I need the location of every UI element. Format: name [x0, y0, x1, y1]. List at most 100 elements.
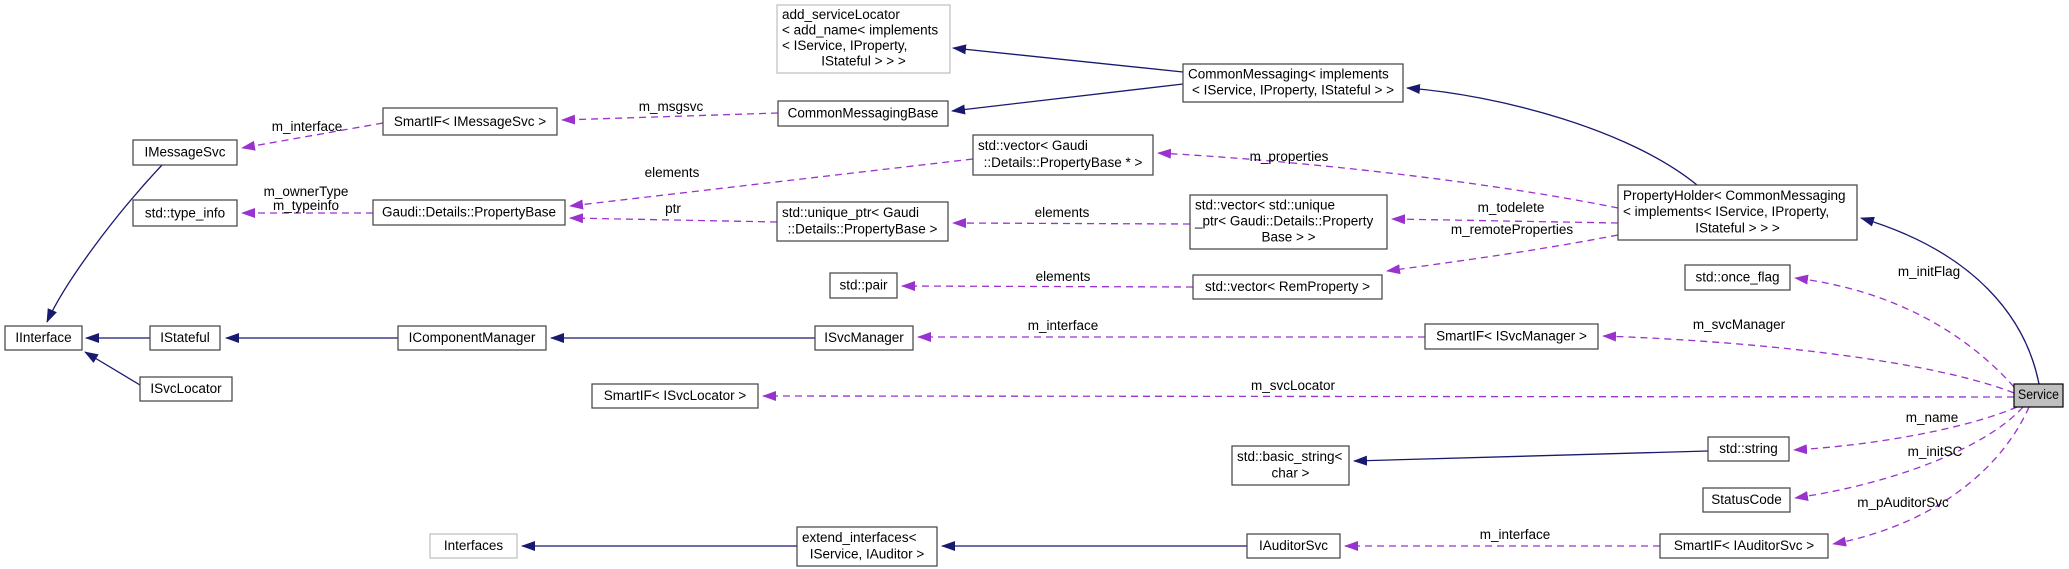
node-label: std::pair — [839, 278, 888, 293]
node-smartif-isvclocator[interactable]: SmartIF< ISvcLocator > — [591, 383, 759, 409]
edge-label: ptr — [665, 201, 681, 216]
edge-common-messaging--add-service-locator — [952, 44, 1184, 73]
node-box-smartif-iauditorsvc[interactable] — [1659, 533, 1829, 559]
edge-label: m_pAuditorSvc — [1857, 495, 1949, 510]
node-property-holder[interactable]: PropertyHolder< CommonMessaging< impleme… — [1617, 184, 1858, 241]
node-label: IComponentManager — [409, 330, 536, 345]
node-statuscode[interactable]: StatusCode — [1702, 487, 1791, 513]
node-add-service-locator: add_serviceLocator< add_name< implements… — [776, 4, 951, 74]
node-box-vector-propertybase-ptr[interactable] — [972, 134, 1154, 176]
node-box-smartif-isvcmanager[interactable] — [1424, 323, 1599, 350]
node-box-iauditorsvc[interactable] — [1246, 533, 1341, 559]
node-istateful[interactable]: IStateful — [149, 325, 221, 351]
node-label: SmartIF< IMessageSvc > — [394, 114, 546, 129]
node-box-extend-interfaces[interactable] — [796, 526, 938, 567]
node-box-vector-unique-ptr[interactable] — [1189, 194, 1388, 250]
node-label: IMessageSvc — [144, 145, 225, 160]
edge-label: elements — [1036, 269, 1091, 284]
node-label: < IService, IProperty, IStateful > > — [1192, 83, 1394, 98]
node-box-iinterface[interactable] — [4, 325, 83, 351]
node-box-smartif-imessagesvc[interactable] — [382, 107, 558, 136]
node-label: PropertyHolder< CommonMessaging — [1623, 188, 1845, 203]
node-smartif-isvcmanager[interactable]: SmartIF< ISvcManager > — [1424, 323, 1599, 350]
node-common-messaging-base[interactable]: CommonMessagingBase — [777, 100, 949, 127]
node-box-vector-remproperty[interactable] — [1192, 274, 1383, 300]
node-std-pair[interactable]: std::pair — [829, 272, 898, 299]
node-label: ::Details::PropertyBase > — [788, 221, 938, 236]
edge-label: elements — [645, 165, 700, 180]
node-box-std-pair[interactable] — [829, 272, 898, 299]
node-iauditorsvc[interactable]: IAuditorSvc — [1246, 533, 1341, 559]
node-box-std-basic-string[interactable] — [1231, 445, 1350, 486]
node-box-istateful[interactable] — [149, 325, 221, 351]
edge-common-messaging-base--smartif-imessagesvc — [561, 112, 779, 125]
edge-service--smartif-isvclocator — [762, 391, 2015, 402]
node-box-smartif-isvclocator[interactable] — [591, 383, 759, 409]
node-label: std::vector< RemProperty > — [1205, 279, 1370, 294]
node-interfaces: Interfaces — [429, 533, 518, 559]
node-label: IService, IAuditor > — [810, 546, 925, 561]
edge-service--smartif-iauditorsvc — [1832, 406, 2030, 547]
node-label: Base > > — [1261, 230, 1315, 245]
node-common-messaging[interactable]: CommonMessaging< implements< IService, I… — [1182, 63, 1404, 103]
node-box-unique-ptr-propertybase[interactable] — [776, 201, 949, 242]
edge-label: m_svcLocator — [1251, 378, 1336, 393]
node-iinterface[interactable]: IInterface — [4, 325, 83, 351]
node-label: std::unique_ptr< Gaudi — [782, 205, 919, 220]
edge-vector-propertybase-ptr--gaudi-details-propertybase — [569, 158, 974, 210]
node-box-isvcmanager[interactable] — [814, 325, 914, 351]
node-smartif-imessagesvc[interactable]: SmartIF< IMessageSvc > — [382, 107, 558, 136]
node-extend-interfaces[interactable]: extend_interfaces<IService, IAuditor > — [796, 526, 938, 567]
node-label: < IService, IProperty, — [782, 38, 907, 53]
node-vector-unique-ptr[interactable]: std::vector< std::unique_ptr< Gaudi::Det… — [1189, 194, 1388, 250]
node-box-icomponentmanager[interactable] — [397, 325, 547, 351]
node-imessagesvc[interactable]: IMessageSvc — [132, 139, 238, 166]
node-label: std::vector< std::unique — [1195, 198, 1335, 213]
node-label: CommonMessagingBase — [788, 106, 939, 121]
node-unique-ptr-propertybase[interactable]: std::unique_ptr< Gaudi::Details::Propert… — [776, 201, 949, 242]
node-label: Service — [2018, 387, 2059, 402]
node-vector-remproperty[interactable]: std::vector< RemProperty > — [1192, 274, 1383, 300]
node-gaudi-details-propertybase[interactable]: Gaudi::Details::PropertyBase — [372, 199, 566, 226]
node-box-std-once-flag[interactable] — [1684, 264, 1791, 291]
node-isvcmanager[interactable]: ISvcManager — [814, 325, 914, 351]
node-box-statuscode[interactable] — [1702, 487, 1791, 513]
edge-property-holder--vector-propertybase-ptr — [1157, 148, 1619, 209]
node-vector-propertybase-ptr[interactable]: std::vector< Gaudi::Details::PropertyBas… — [972, 134, 1154, 176]
node-box-gaudi-details-propertybase[interactable] — [372, 199, 566, 226]
edge-vector-remproperty--std-pair — [901, 281, 1194, 292]
node-std-string[interactable]: std::string — [1707, 436, 1790, 462]
node-box-imessagesvc[interactable] — [132, 139, 238, 166]
node-label: ::Details::PropertyBase * > — [984, 155, 1143, 170]
edge-label: elements — [1035, 205, 1090, 220]
edge-service--std-string — [1793, 406, 2018, 455]
node-label: char > — [1272, 465, 1310, 480]
edge-std-string--std-basic-string — [1353, 450, 1709, 466]
edge-label: m_name — [1906, 410, 1959, 425]
node-std-basic-string[interactable]: std::basic_string<char > — [1231, 445, 1350, 486]
node-std-type-info[interactable]: std::type_info — [132, 199, 238, 227]
node-box-property-holder[interactable] — [1617, 184, 1858, 241]
node-box-service — [2013, 383, 2064, 408]
node-box-add-service-locator — [776, 4, 951, 74]
node-box-common-messaging[interactable] — [1182, 63, 1404, 103]
node-label: CommonMessaging< implements — [1188, 67, 1389, 82]
node-label: std::string — [1719, 441, 1778, 456]
edge-unique-ptr-propertybase--gaudi-details-propertybase — [569, 213, 778, 224]
node-box-std-string[interactable] — [1707, 436, 1790, 462]
node-std-once-flag[interactable]: std::once_flag — [1684, 264, 1791, 291]
edge-service--property-holder — [1860, 216, 2040, 385]
node-isvclocator[interactable]: ISvcLocator — [139, 376, 233, 402]
node-smartif-iauditorsvc[interactable]: SmartIF< IAuditorSvc > — [1659, 533, 1829, 559]
node-box-std-type-info[interactable] — [132, 199, 238, 227]
node-box-interfaces — [429, 533, 518, 559]
node-box-common-messaging-base[interactable] — [777, 100, 949, 127]
node-label: IStateful > > > — [1695, 220, 1780, 235]
edge-property-holder--vector-unique-ptr — [1391, 214, 1619, 225]
node-label: < implements< IService, IProperty, — [1623, 204, 1829, 219]
node-box-isvclocator[interactable] — [139, 376, 233, 402]
node-label: _ptr< Gaudi::Details::Property — [1194, 214, 1373, 229]
node-label: add_serviceLocator — [782, 7, 900, 22]
edge-property-holder--common-messaging — [1406, 83, 1698, 186]
node-icomponentmanager[interactable]: IComponentManager — [397, 325, 547, 351]
